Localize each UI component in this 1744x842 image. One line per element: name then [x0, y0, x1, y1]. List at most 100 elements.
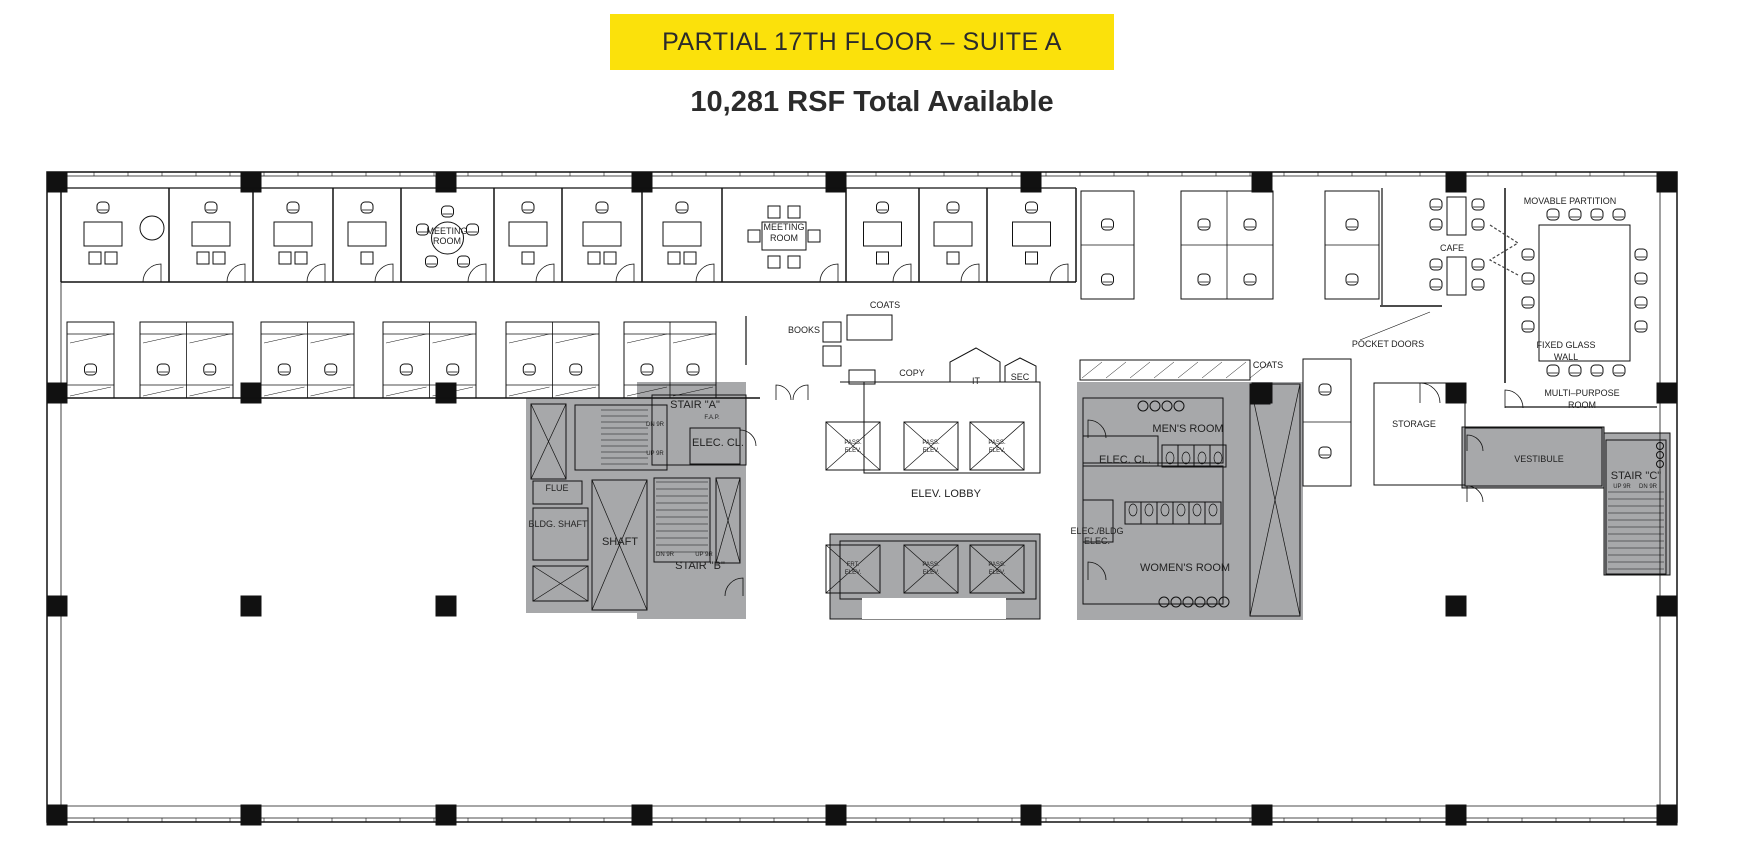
chair-icon [946, 201, 960, 214]
desk [347, 221, 387, 247]
stair-a-label: STAIR "A" [670, 399, 720, 411]
passenger-elevator [903, 544, 959, 594]
womens-room-label: WOMEN'S ROOM [1140, 562, 1230, 574]
chair-icon [767, 205, 781, 219]
chair-icon [521, 251, 535, 265]
chair-icon [1345, 273, 1359, 286]
elevator-recess [862, 598, 1006, 619]
sink-icon [1206, 596, 1218, 608]
shaft [591, 479, 648, 611]
passenger-elevator [969, 544, 1025, 594]
chair-icon [425, 255, 438, 268]
toilet-icon [1213, 451, 1223, 465]
chair-icon [156, 363, 170, 376]
chair-icon [1318, 446, 1332, 459]
door-swing [1504, 389, 1524, 409]
toilet-icon [1160, 503, 1170, 517]
chair-icon [446, 363, 460, 376]
column [1656, 382, 1678, 404]
chair-icon [466, 223, 479, 236]
door-swing [819, 263, 839, 283]
passenger-elevator-label: PASS. [988, 562, 1006, 568]
sink-icon [1137, 400, 1149, 412]
file-cabinet [508, 333, 550, 344]
chair-icon [1345, 218, 1359, 231]
file-cabinet [555, 333, 597, 344]
passenger-elevator [903, 421, 959, 471]
file-cabinet [385, 386, 427, 397]
bldg-shaft-label: BLDG. SHAFT [528, 519, 588, 529]
shaft [1249, 383, 1301, 617]
storage-label: STORAGE [1392, 419, 1436, 429]
sec-label: SEC [1011, 372, 1030, 382]
chair-icon [876, 251, 889, 265]
cafe-table [1446, 196, 1467, 236]
door-swing [775, 384, 792, 401]
toilet-icon [1197, 451, 1207, 465]
chair-icon [587, 251, 601, 265]
chair-icon [1521, 248, 1535, 261]
chair-icon [360, 201, 374, 214]
workstation-cluster [66, 321, 115, 399]
file-cabinet [1153, 361, 1175, 379]
passenger-elevator [969, 421, 1025, 471]
stair-up-label: UP 9R [1613, 484, 1631, 490]
shaft [591, 479, 648, 611]
chair-icon [1429, 198, 1443, 211]
column [1656, 171, 1678, 193]
chair-icon [1471, 278, 1485, 291]
column [240, 171, 262, 193]
file-cabinet [69, 386, 112, 397]
freight-elevator-label: ELEV. [845, 570, 862, 576]
duct-shaft [532, 565, 589, 602]
file-cabinet [1177, 361, 1199, 379]
door-swing [739, 429, 757, 447]
door-swing [792, 384, 809, 401]
toilet-icon [1144, 503, 1154, 517]
door-swing [892, 263, 912, 283]
chair-icon [1546, 208, 1560, 221]
floor-title: PARTIAL 17TH FLOOR – SUITE A [662, 27, 1062, 56]
chair-icon [876, 201, 889, 214]
chair-icon [1025, 251, 1038, 265]
passenger-elevator-label: PASS. [844, 440, 862, 446]
column [1656, 595, 1678, 617]
books-label: BOOKS [788, 325, 820, 335]
meeting-room-label: ROOM [770, 233, 798, 243]
chair-icon [1197, 218, 1211, 231]
chair-icon [104, 251, 118, 265]
file-cabinet [1249, 361, 1271, 379]
stair-b [653, 477, 711, 563]
passenger-elevator [969, 421, 1025, 471]
stair-c-area [1603, 432, 1671, 576]
door-swing [467, 263, 487, 283]
multi-purpose-room-label: MULTI–PURPOSE [1544, 388, 1619, 398]
column [1445, 382, 1467, 404]
chair-icon [1318, 383, 1332, 396]
door-swing [1466, 485, 1484, 503]
file-cabinet [69, 333, 112, 344]
chair-icon [88, 251, 102, 265]
cafe-table [1446, 256, 1467, 296]
file-cabinet [263, 386, 305, 397]
chair-icon [1471, 258, 1485, 271]
chair-icon [1521, 320, 1535, 333]
file-cabinet [142, 386, 184, 397]
column [1251, 171, 1273, 193]
file-cabinet [1225, 361, 1247, 379]
column [1020, 171, 1042, 193]
sink-icon [1218, 596, 1230, 608]
chair-icon [686, 363, 700, 376]
shaft [1249, 383, 1301, 617]
chair-icon [1025, 201, 1038, 214]
column [1251, 804, 1273, 826]
chair-icon [1471, 198, 1485, 211]
column [631, 804, 653, 826]
chair-icon [946, 251, 960, 265]
standpipe-icon [1656, 451, 1664, 459]
cafe-label: CAFE [1440, 243, 1464, 253]
vestibule-area [1461, 426, 1605, 489]
passenger-elevator-label: ELEV. [845, 448, 862, 454]
bldg-elec-label: ELEC. [1084, 536, 1110, 546]
door-swing [1049, 263, 1069, 283]
